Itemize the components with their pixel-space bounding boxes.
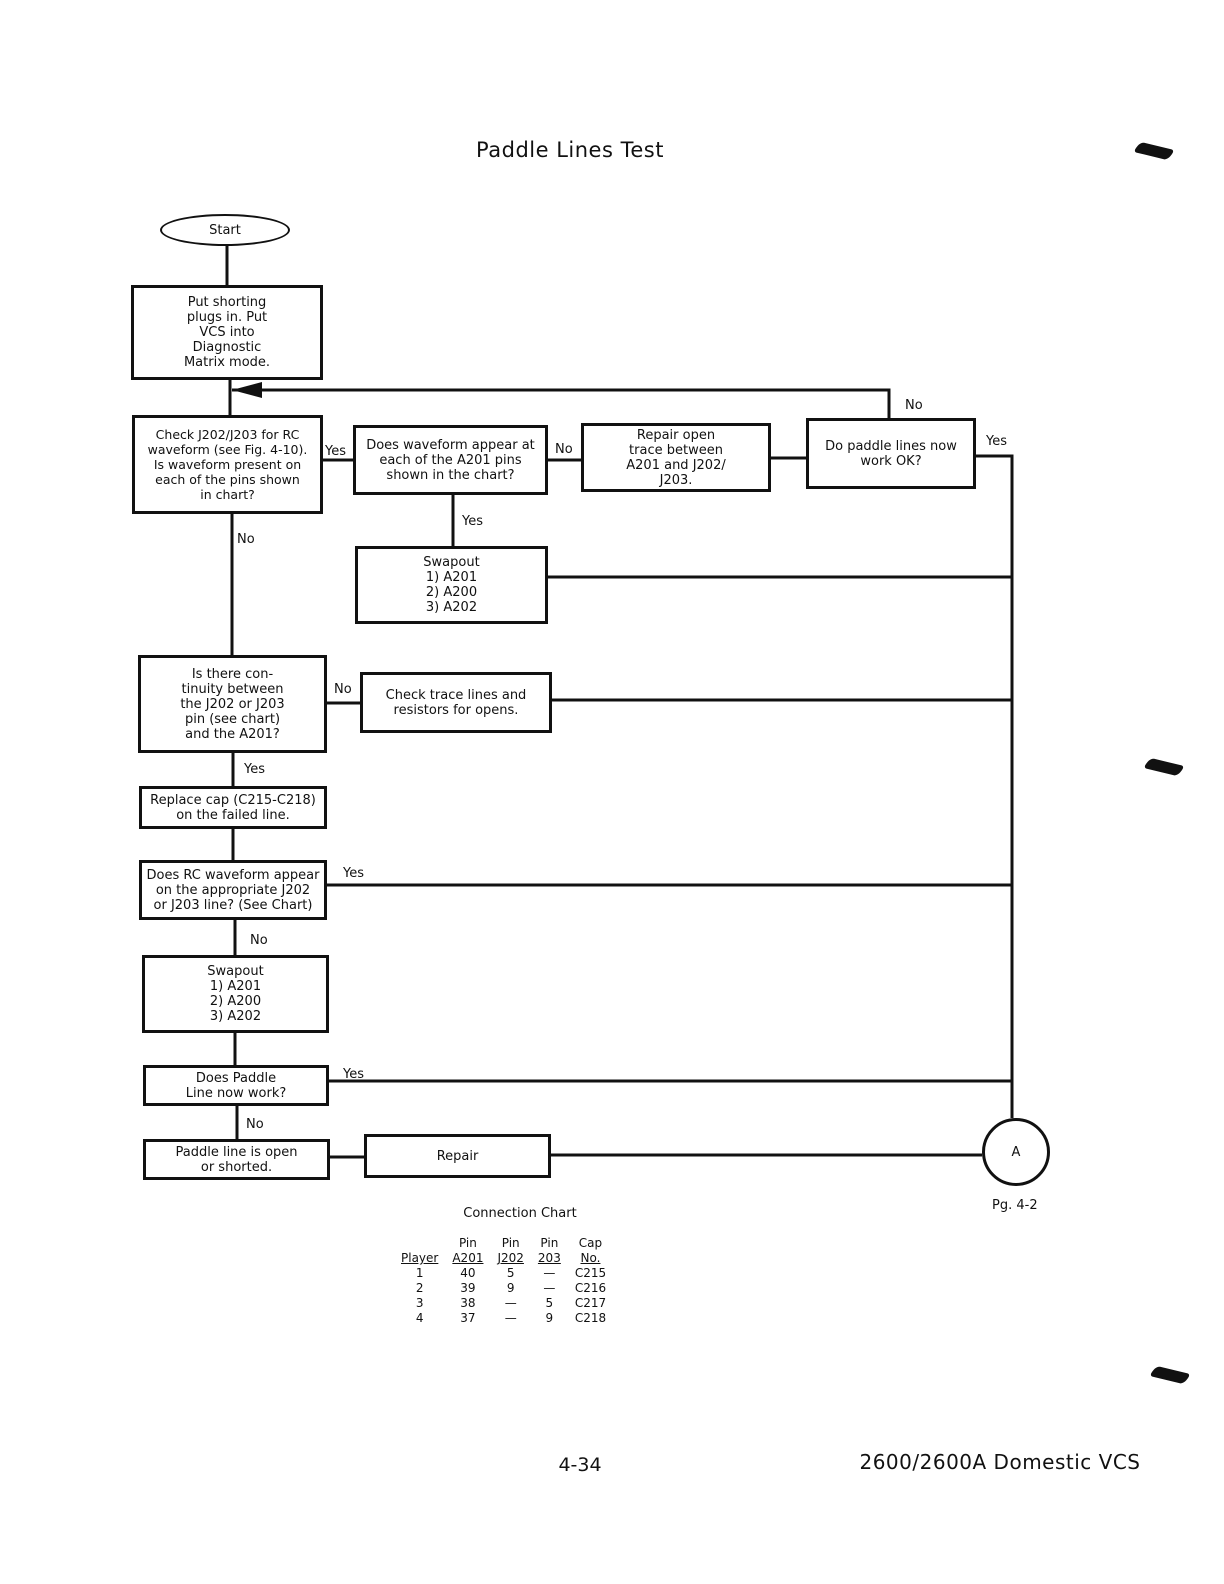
edge-label-yes: Yes (244, 762, 265, 777)
edge-label-yes: Yes (343, 1067, 364, 1082)
table-cell: 37 (460, 1311, 476, 1325)
table-header-cell (394, 1236, 445, 1251)
paddle-line-work-decision: Does Paddle Line now work? (143, 1065, 329, 1106)
table-cell: C218 (574, 1311, 607, 1325)
continuity-decision: Is there con- tinuity between the J202 o… (138, 655, 327, 753)
swapout-step-2: Swapout 1) A201 2) A200 3) A202 (142, 955, 329, 1033)
table-cell: 1 (415, 1266, 424, 1280)
edge-label-no: No (250, 933, 268, 948)
table-header-cell: Pin (540, 1236, 559, 1250)
table-header-cell: Pin (501, 1236, 520, 1250)
table-cell: 4 (415, 1311, 424, 1325)
edge-label-yes: Yes (325, 444, 346, 459)
table-row: 4 37 — 9 C218 (394, 1311, 613, 1326)
swapout-step-1: Swapout 1) A201 2) A200 3) A202 (355, 546, 548, 624)
table-cell: 2 (415, 1281, 424, 1295)
repair-trace-step: Repair open trace between A201 and J202/… (581, 423, 771, 492)
edge-label-yes: Yes (986, 434, 1007, 449)
page-title: Paddle Lines Test (476, 138, 664, 162)
paddle-open-step: Paddle line is open or shorted. (143, 1139, 330, 1180)
edge-label-no: No (246, 1117, 264, 1132)
table-cell: 3 (415, 1296, 424, 1310)
table-header-cell: Player (401, 1251, 439, 1265)
table-header-cell: J202 (497, 1251, 524, 1265)
table-header-cell: 203 (537, 1251, 561, 1265)
table-cell: 40 (460, 1266, 476, 1280)
page-number: 4-34 (558, 1454, 602, 1476)
edge-label-no: No (905, 398, 923, 413)
table-header-row: Player A201 J202 203 No. (394, 1251, 613, 1266)
edge-label-yes: Yes (462, 514, 483, 529)
table-row: 2 39 9 — C216 (394, 1281, 613, 1296)
connection-chart-title: Connection Chart (463, 1206, 577, 1221)
table-header-row: Pin Pin Pin Cap (394, 1236, 613, 1251)
table-cell: C215 (574, 1266, 607, 1280)
repair-step: Repair (364, 1134, 551, 1178)
table-row: 3 38 — 5 C217 (394, 1296, 613, 1311)
edge-label-no: No (237, 532, 255, 547)
table-header-cell: Cap (578, 1236, 603, 1250)
table-cell: — (543, 1281, 556, 1295)
connection-chart-table: Pin Pin Pin Cap Player A201 J202 203 No.… (394, 1236, 613, 1326)
document-title: 2600/2600A Domestic VCS (859, 1450, 1141, 1474)
rc-waveform-decision: Does RC waveform appear on the appropria… (139, 860, 327, 920)
table-cell: — (543, 1266, 556, 1280)
check-trace-lines-step: Check trace lines and resistors for open… (360, 672, 552, 733)
table-cell: 5 (506, 1266, 515, 1280)
table-header-cell: Pin (458, 1236, 477, 1250)
edge-label-no: No (555, 442, 573, 457)
table-row: 1 40 5 — C215 (394, 1266, 613, 1281)
table-cell: 38 (460, 1296, 476, 1310)
off-page-connector: A (982, 1118, 1050, 1186)
table-cell: C216 (574, 1281, 607, 1295)
table-cell: — (504, 1311, 517, 1325)
check-waveform-decision: Check J202/J203 for RC waveform (see Fig… (132, 415, 323, 514)
table-cell: 9 (545, 1311, 554, 1325)
edge-label-no: No (334, 682, 352, 697)
does-waveform-appear-decision: Does waveform appear at each of the A201… (353, 425, 548, 495)
table-cell: 39 (460, 1281, 476, 1295)
table-cell: 5 (545, 1296, 554, 1310)
table-cell: C217 (574, 1296, 607, 1310)
connector-reference: Pg. 4-2 (992, 1198, 1038, 1213)
replace-cap-step: Replace cap (C215-C218) on the failed li… (139, 786, 327, 829)
do-paddle-lines-work-decision: Do paddle lines now work OK? (806, 418, 976, 489)
table-header-cell: A201 (452, 1251, 484, 1265)
table-cell: 9 (506, 1281, 515, 1295)
table-cell: — (504, 1296, 517, 1310)
edge-label-yes: Yes (343, 866, 364, 881)
table-header-cell: No. (580, 1251, 601, 1265)
put-plugs-step: Put shorting plugs in. Put VCS into Diag… (131, 285, 323, 380)
start-terminal: Start (160, 214, 290, 246)
